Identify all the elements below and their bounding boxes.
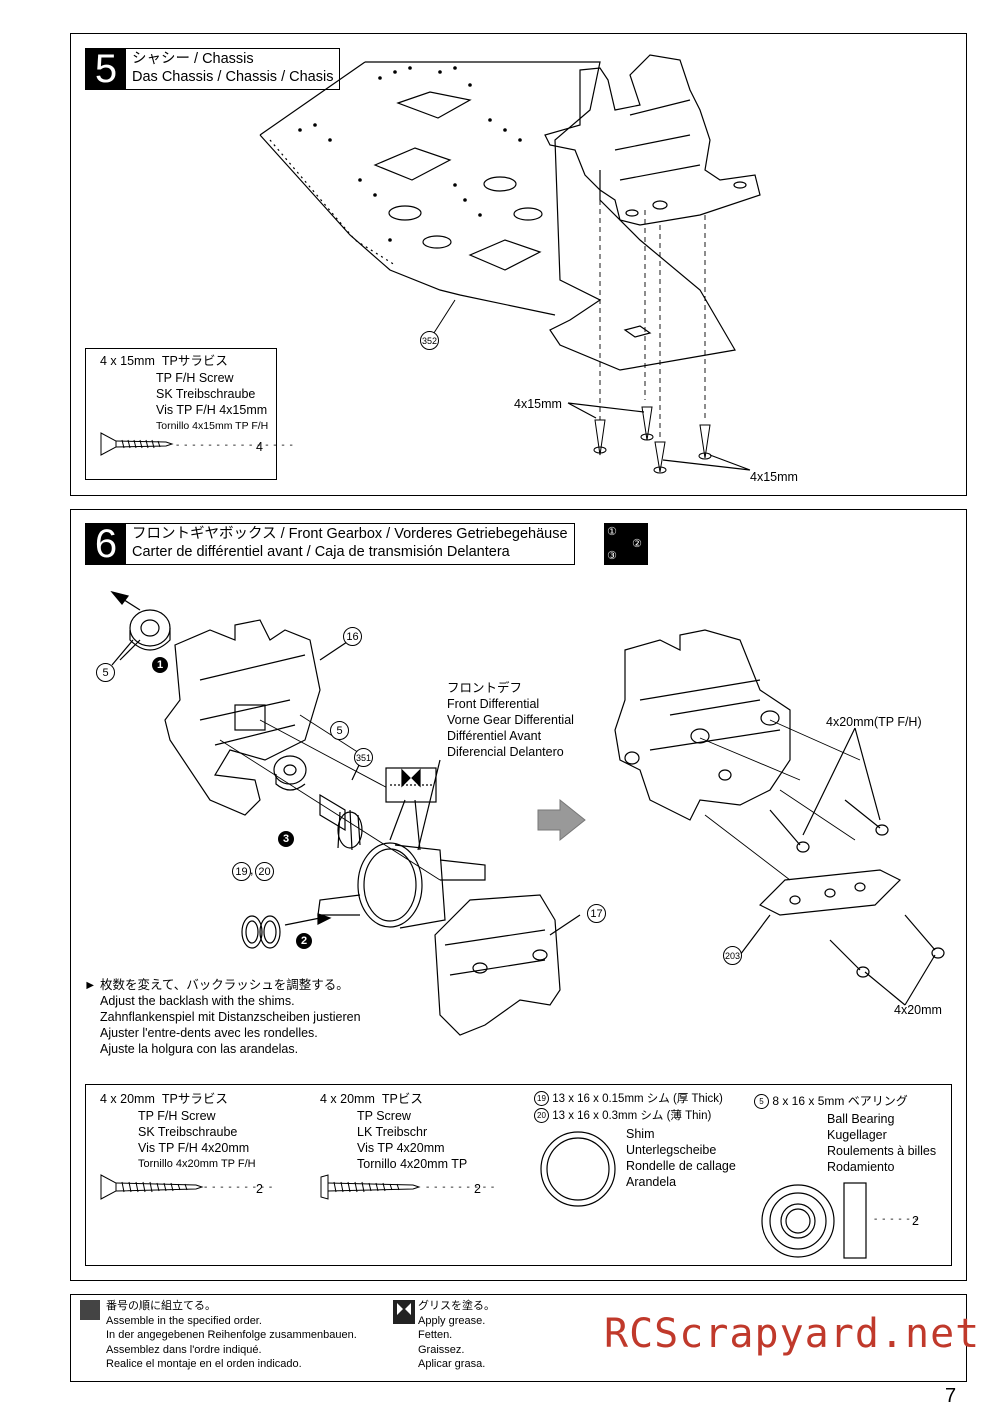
part-20-label: 20 <box>255 862 274 881</box>
shim-ring-icon <box>540 1131 616 1207</box>
backlash-note: ► 枚数を変えて、バックラッシュを調整する。 Adjust the backla… <box>84 978 361 1056</box>
right-callout-bottom: 4x20mm <box>894 1003 942 1017</box>
step-2-marker: 2 <box>296 933 312 949</box>
step5-title-line2: Das Chassis / Chassis / Chasis <box>132 69 334 85</box>
step5-parts-box: 4 x 15mm TPサラビス TP F/H Screw SK Treibsch… <box>85 348 293 480</box>
parts-line: SK Treibschraube <box>156 387 256 401</box>
parts-line: TP F/H Screw <box>156 371 234 385</box>
step-1-marker: 1 <box>152 657 168 673</box>
arrow-right-icon: ► <box>84 978 97 992</box>
parts-line: Tornillo 4x15mm TP F/H <box>156 420 269 432</box>
right-callout-top: 4x20mm(TP F/H) <box>826 715 922 729</box>
front-gearbox-exploded-drawing <box>110 590 945 1036</box>
step5-title-line1: シャシー / Chassis <box>132 51 254 67</box>
step6-title-line2: Carter de différentiel avant / Caja de t… <box>132 544 510 560</box>
step5-header: 5 シャシー / Chassis Das Chassis / Chassis /… <box>85 47 341 91</box>
part-19-label: 19 <box>232 862 251 881</box>
step6-header: 6 フロントギヤボックス / Front Gearbox / Vorderes … <box>85 522 575 566</box>
ball-bearing-icon <box>761 1182 867 1259</box>
order-legend: 番号の順に組立てる。 Assemble in the specified ord… <box>106 1300 357 1370</box>
front-differential-label: フロントデフ Front Differential Vorne Gear Dif… <box>447 681 574 759</box>
parts-line: Vis TP F/H 4x15mm <box>156 403 268 417</box>
step5-panel <box>70 33 967 496</box>
grease-icon <box>393 1300 415 1324</box>
watermark: RCScrapyard.net <box>604 1311 981 1357</box>
step-3-marker: 3 <box>278 831 294 847</box>
flat-head-screw-icon <box>100 432 174 456</box>
assembly-order-icon: ① ② ③ <box>604 523 648 565</box>
part-17-label: 17 <box>587 904 606 923</box>
grease-legend: グリスを塗る。 Apply grease. Fetten. Graissez. … <box>418 1300 495 1370</box>
part-5-label-2: 5 <box>330 721 349 740</box>
step6-parts-box: 4 x 20mm TPサラビス TP F/H Screw SK Treibsch… <box>85 1084 952 1266</box>
pan-head-screw-icon <box>320 1174 421 1200</box>
screw-jp: TPサラビス <box>161 354 228 368</box>
page-number: 7 <box>945 1385 957 1407</box>
chassis-plate-drawing <box>259 54 761 474</box>
step5-number: 5 <box>86 47 126 91</box>
footer-legend <box>70 1294 967 1382</box>
step6-title-line1: フロントギヤボックス / Front Gearbox / Vorderes Ge… <box>132 526 568 542</box>
order-icon <box>80 1300 100 1320</box>
flat-head-screw-icon <box>100 1174 204 1200</box>
parts-qty: 4 <box>256 440 263 454</box>
step5-callout-lower: 4x15mm <box>750 470 798 484</box>
part-352-label: 352 <box>420 331 439 350</box>
screw-size: 4 x 15mm <box>100 354 155 368</box>
step6-number: 6 <box>86 522 126 566</box>
step5-callout-upper: 4x15mm <box>514 397 562 411</box>
part-5-label: 5 <box>96 663 115 682</box>
step6-panel <box>70 509 967 1281</box>
part-351-label: 351 <box>354 748 373 767</box>
part-16-label: 16 <box>343 627 362 646</box>
part-203-label: 203 <box>723 946 742 965</box>
